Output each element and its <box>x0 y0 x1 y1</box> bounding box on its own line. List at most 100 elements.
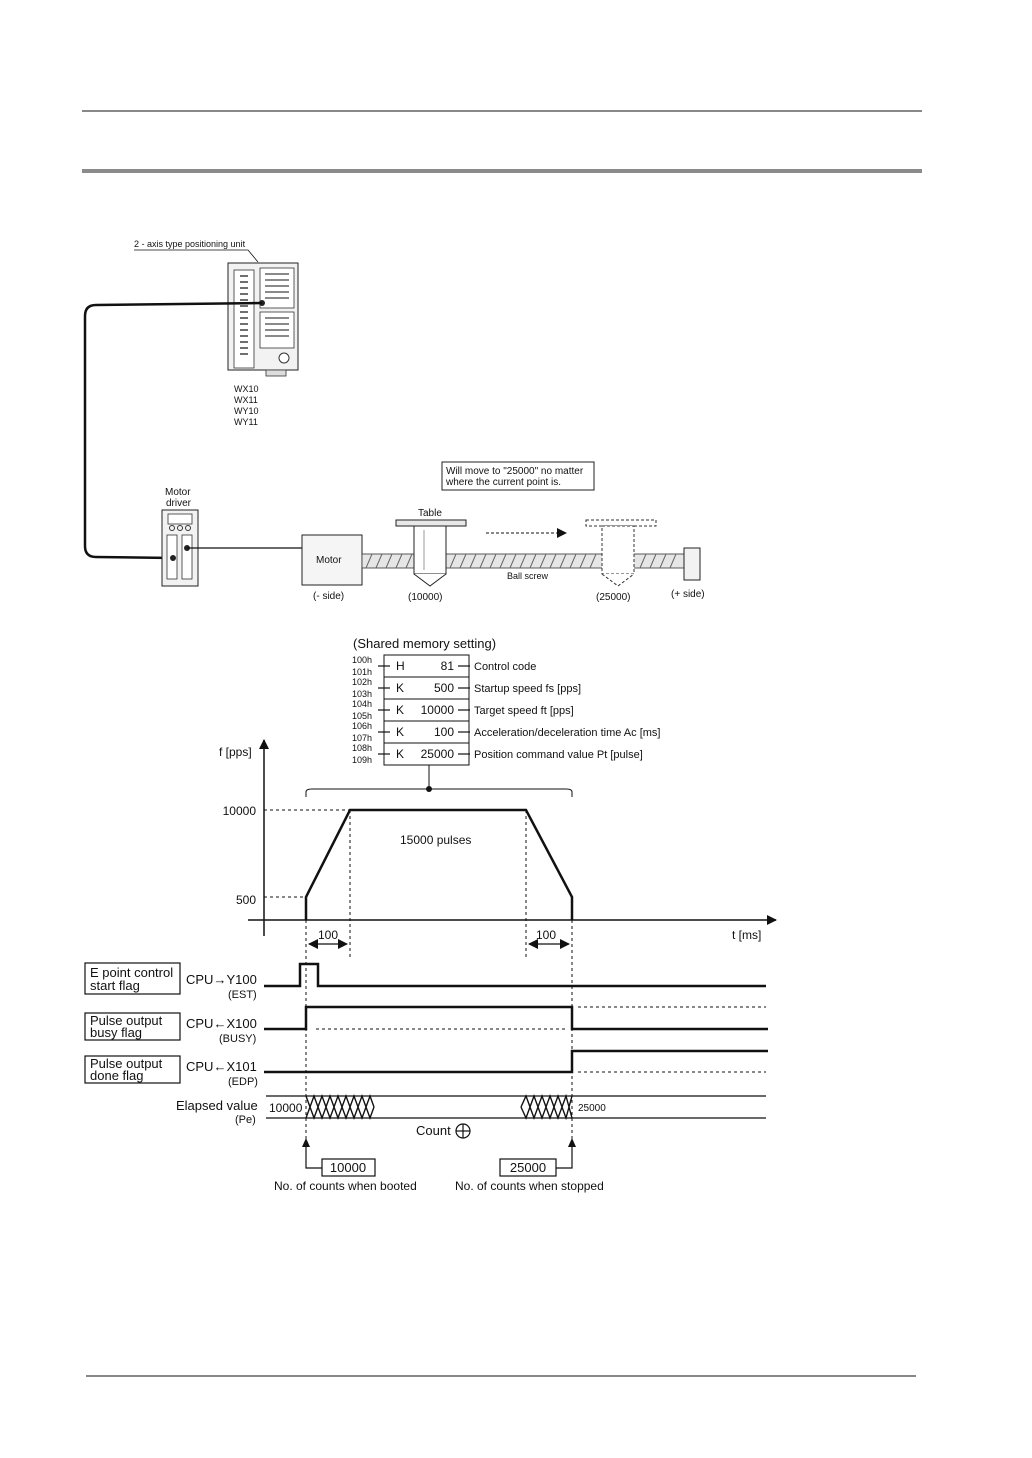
motor-driver-label-line1: Motor <box>165 487 191 498</box>
memory-frame <box>383 654 470 766</box>
busy-signal: CPU←X100 <box>186 1016 257 1031</box>
motor-label: Motor <box>316 555 342 566</box>
signal-busy: Pulse output busy flag CPU←X100 (BUSY) <box>84 1005 768 1045</box>
addr-106h: 106h <box>352 721 372 731</box>
pulses-label: 15000 pulses <box>400 833 471 847</box>
shared-memory-table: (Shared memory setting) 100h 101h H 81 C… <box>352 636 660 792</box>
est-name-line2: start flag <box>90 978 140 993</box>
elapsed-crossing-start <box>305 1093 375 1121</box>
addr-107h: 107h <box>352 733 372 743</box>
ball-screw-label: Ball screw <box>507 571 549 581</box>
type-k-3: K <box>396 725 404 739</box>
desc-control-code: Control code <box>474 661 536 673</box>
timing-diagram: E point control start flag CPU→Y100 (EST… <box>84 920 768 1193</box>
est-waveform <box>264 962 766 988</box>
signal-edp: Pulse output done flag CPU←X101 (EDP) <box>84 1049 768 1088</box>
addr-108h: 108h <box>352 743 372 753</box>
addr-105h: 105h <box>352 711 372 721</box>
est-alias: (EST) <box>228 989 257 1001</box>
addr-103h: 103h <box>352 689 372 699</box>
note-line-2: where the current point is. <box>445 477 561 488</box>
elapsed-start-value: 10000 <box>269 1101 303 1115</box>
desc-startup-speed: Startup speed fs [pps] <box>474 683 581 695</box>
table-icon-start <box>395 519 467 587</box>
unit-label: 2 - axis type positioning unit <box>134 239 246 249</box>
value-100: 100 <box>434 725 454 739</box>
addr-109h: 109h <box>352 755 372 765</box>
addr-104h: 104h <box>352 699 372 709</box>
memory-row-position-command: 108h 109h K 25000 Position command value… <box>352 743 643 765</box>
boot-count-value: 10000 <box>330 1160 366 1175</box>
motor-driver-label-line2: driver <box>166 498 192 509</box>
addr-100h: 100h <box>352 655 372 665</box>
edp-name-line2: done flag <box>90 1068 144 1083</box>
count-plus-icon <box>455 1123 471 1139</box>
busy-name-line1: Pulse output <box>90 1013 163 1028</box>
est-name-line1: E point control <box>90 965 173 980</box>
accel-time-label: 100 <box>318 928 338 942</box>
desc-position-command: Position command value Pt [pulse] <box>474 749 643 761</box>
y-tick-500: 500 <box>236 893 256 907</box>
elapsed-end-value: 25000 <box>578 1103 606 1114</box>
busy-name-line2: busy flag <box>90 1025 142 1040</box>
count-label: Count <box>416 1123 451 1138</box>
motor-driver-icon <box>161 509 199 587</box>
addr-101h: 101h <box>352 667 372 677</box>
register-wx10: WX10 <box>234 384 259 394</box>
value-81: 81 <box>441 659 455 673</box>
table-icon-end <box>585 519 657 587</box>
edp-name-line1: Pulse output <box>90 1056 163 1071</box>
note-line-1: Will move to "25000" no matter <box>446 466 584 477</box>
end-position-label: (25000) <box>596 592 630 603</box>
memory-row-accel-time: 106h 107h K 100 Acceleration/deceleratio… <box>352 721 660 744</box>
boot-count-callout: 10000 No. of counts when booted <box>274 1138 417 1193</box>
edp-alias: (EDP) <box>228 1076 258 1088</box>
elapsed-alias: (Pe) <box>235 1114 256 1126</box>
profile-bracket <box>305 788 573 797</box>
est-signal: CPU→Y100 <box>186 972 257 987</box>
screw-end-block <box>683 547 701 581</box>
boot-count-caption: No. of counts when booted <box>274 1179 417 1193</box>
unit-driver-cable <box>83 301 263 560</box>
speed-profile-line <box>304 808 574 920</box>
memory-row-startup-speed: 102h 103h K 500 Startup speed fs [pps] <box>352 677 581 700</box>
type-k-2: K <box>396 703 404 717</box>
start-position-label: (10000) <box>408 592 442 603</box>
type-k-1: K <box>396 681 404 695</box>
memory-row-control-code: 100h 101h H 81 Control code <box>352 655 536 678</box>
register-wy11: WY11 <box>234 417 258 427</box>
elapsed-crossing-end <box>520 1093 573 1121</box>
edp-waveform <box>264 1049 768 1074</box>
value-500: 500 <box>434 681 454 695</box>
elapsed-label: Elapsed value <box>176 1098 258 1113</box>
positioning-unit-icon <box>227 262 299 377</box>
shared-memory-title: (Shared memory setting) <box>353 636 496 651</box>
register-wx11: WX11 <box>234 395 258 405</box>
unit-leader-line <box>134 249 259 263</box>
note-box <box>441 461 595 491</box>
busy-waveform <box>264 1005 768 1031</box>
section-rule <box>82 169 922 173</box>
desc-target-speed: Target speed ft [pps] <box>474 705 574 717</box>
stop-count-callout: 25000 No. of counts when stopped <box>455 1138 604 1193</box>
desc-accel-time: Acceleration/deceleration time Ac [ms] <box>474 727 660 739</box>
edp-signal: CPU←X101 <box>186 1059 257 1074</box>
decel-time-label: 100 <box>536 928 556 942</box>
unit-diagram: 2 - axis type positioning unit <box>83 239 705 603</box>
y-axis-label: f [pps] <box>219 745 252 759</box>
signal-est: E point control start flag CPU→Y100 (EST… <box>84 962 766 1001</box>
speed-chart: f [pps] t [ms] 10000 500 15000 pulses 10… <box>219 739 777 960</box>
busy-alias: (BUSY) <box>219 1033 256 1045</box>
ball-screw <box>361 553 685 569</box>
minus-side-label: (- side) <box>313 591 344 602</box>
elapsed-value-row: Elapsed value (Pe) 10000 25000 Count <box>176 1093 766 1139</box>
addr-102h: 102h <box>352 677 372 687</box>
memory-row-target-speed: 104h 105h K 10000 Target speed ft [pps] <box>352 699 574 722</box>
type-k-4: K <box>396 747 404 761</box>
stop-count-caption: No. of counts when stopped <box>455 1179 604 1193</box>
x-axis-label: t [ms] <box>732 928 761 942</box>
table-label: Table <box>418 508 442 519</box>
value-10000: 10000 <box>421 703 455 717</box>
value-25000: 25000 <box>421 747 455 761</box>
